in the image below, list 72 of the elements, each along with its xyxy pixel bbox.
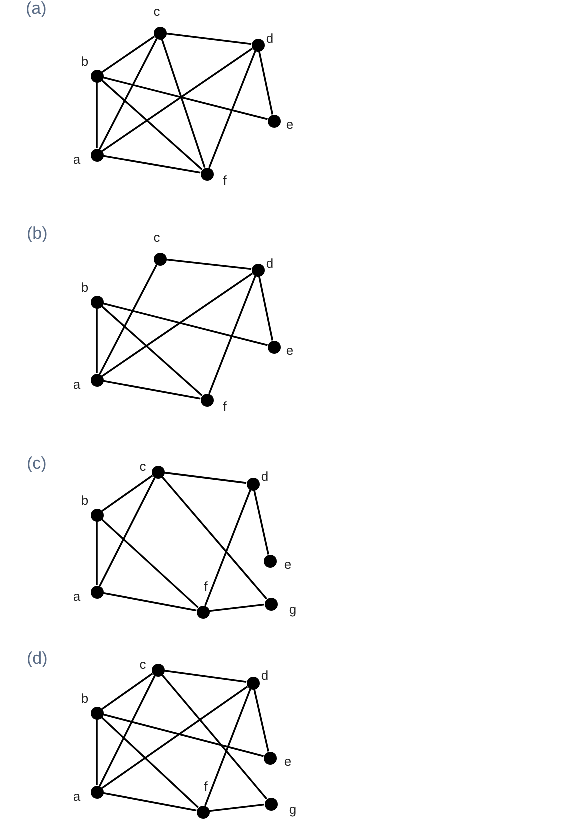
vertex-label: f: [204, 580, 208, 594]
vertex-label: c: [140, 460, 146, 474]
vertex-label: b: [81, 494, 89, 508]
vertex-label: c: [154, 5, 160, 19]
graph-edge: [208, 276, 256, 394]
vertex-label: f: [223, 400, 227, 414]
graph-edge: [103, 302, 268, 346]
graph-edge: [208, 50, 256, 168]
graph-edge: [99, 477, 156, 587]
graph-edge: [162, 476, 268, 600]
vertex-label: f: [223, 174, 227, 188]
graph-edge: [102, 686, 248, 790]
graph-edge: [101, 518, 199, 608]
graph-edge: [166, 258, 252, 270]
vertex-label: c: [154, 231, 160, 245]
graph-edge: [102, 48, 254, 152]
vertex-label: f: [204, 780, 208, 794]
graph-edge: [161, 38, 206, 168]
graph-edge: [103, 714, 264, 758]
graph-edge: [99, 264, 158, 375]
vertex-label: c: [140, 658, 146, 672]
vertex-label: g: [289, 803, 297, 817]
panel-label: (a): [26, 0, 47, 18]
graph-edge: [102, 36, 156, 74]
graph-edge: [258, 276, 274, 341]
graph-edge: [101, 306, 203, 396]
vertex-label: d: [266, 257, 274, 271]
graph-edge: [103, 76, 268, 120]
panel-label: (c): [27, 455, 47, 473]
vertex-label: a: [73, 153, 81, 167]
graph-edge: [162, 674, 268, 800]
vertex-label: a: [73, 378, 81, 392]
graph-edge: [254, 490, 270, 555]
vertex-label: d: [261, 470, 269, 484]
vertex-label: b: [81, 55, 89, 69]
graph-edge: [103, 155, 201, 174]
vertex-label: g: [289, 603, 297, 617]
graph-edge: [103, 380, 201, 400]
vertex-label: e: [286, 118, 294, 132]
vertex-label: e: [286, 344, 294, 358]
vertex-label: d: [261, 669, 269, 683]
vertex-label: d: [266, 32, 274, 46]
vertex-label: a: [73, 790, 81, 804]
graph-edge: [99, 38, 158, 150]
vertex-label: e: [284, 558, 292, 572]
graph-edge: [96, 308, 98, 374]
vertex-label: a: [73, 590, 81, 604]
graph-edge: [96, 522, 98, 586]
graph-edge: [101, 80, 203, 170]
panel-label: (d): [27, 650, 48, 668]
graph-edge: [258, 51, 274, 115]
graph-edge: [102, 272, 254, 378]
graph-edge: [164, 670, 247, 684]
vertex-label: b: [81, 692, 89, 706]
graph-edge: [103, 792, 197, 812]
graph-edge: [166, 32, 252, 46]
graph-edge: [99, 675, 156, 787]
graph-edge: [101, 716, 199, 808]
graph-edge: [96, 82, 98, 148]
graph-edge: [204, 490, 252, 606]
vertex-label: b: [81, 281, 89, 295]
graph-edge: [96, 720, 98, 786]
vertex-label: e: [284, 755, 292, 769]
graph-edge: [102, 475, 154, 512]
panel-label: (b): [27, 225, 48, 243]
graph-edge: [102, 673, 154, 710]
graph-edge: [103, 592, 197, 612]
graph-edge: [209, 604, 265, 612]
graph-edge: [164, 472, 247, 484]
graph-edge: [254, 689, 270, 752]
graph-edge: [204, 688, 252, 806]
graph-edge: [209, 804, 265, 812]
